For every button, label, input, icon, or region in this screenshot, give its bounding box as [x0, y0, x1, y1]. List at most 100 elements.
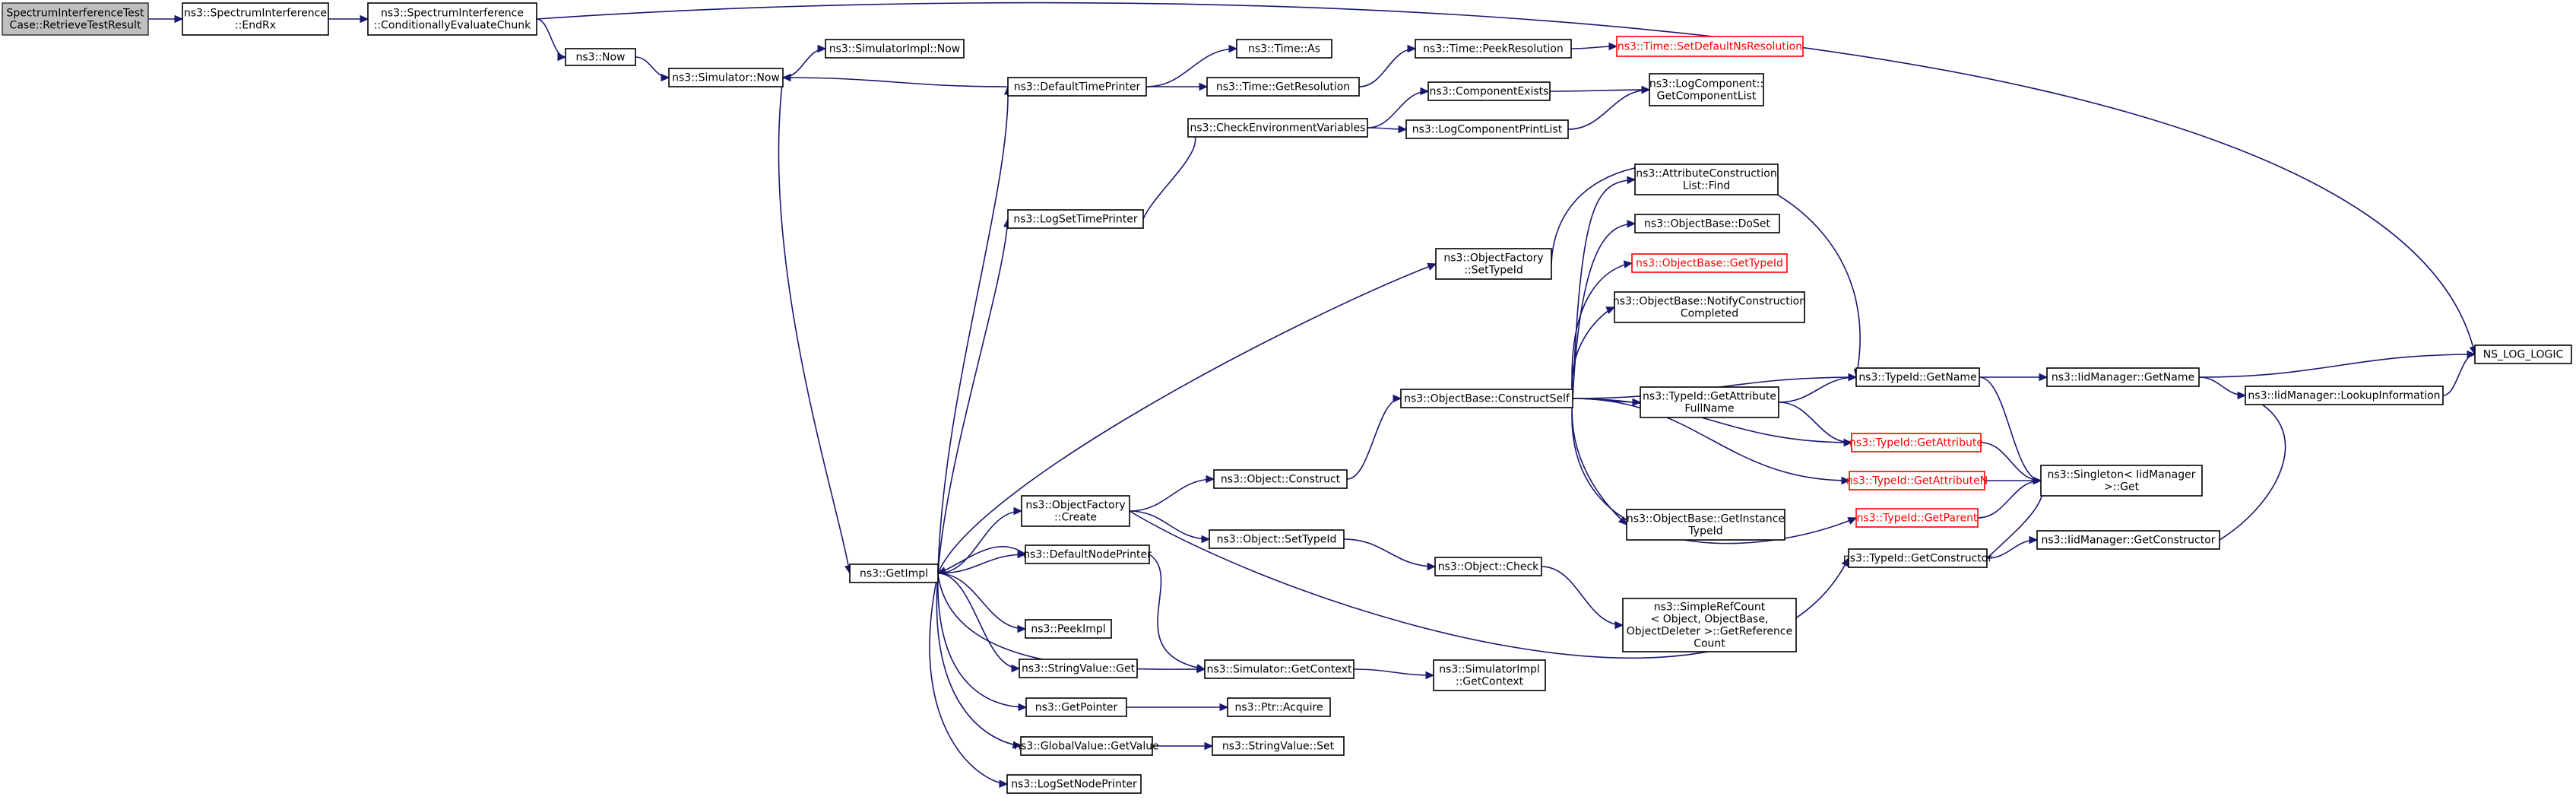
node-ns3-globalvalue-getvalue[interactable]: ns3::GlobalValue::GetValue [1014, 736, 1159, 756]
node-ns3-objectbase-gettypeid[interactable]: ns3::ObjectBase::GetTypeId [1631, 253, 1788, 273]
node-label: ::ConditionallyEvaluateChunk [374, 20, 531, 32]
edge-arrowhead [557, 52, 567, 62]
edge-arrowhead [360, 14, 369, 24]
node-box [1433, 659, 1546, 691]
node-ns3-getpointer[interactable]: ns3::GetPointer [1025, 697, 1127, 717]
node-box [1435, 248, 1552, 280]
node-label: ns3::ObjectBase::NotifyConstruction [1613, 296, 1806, 308]
node-ns3-simulatorimpl-getcontext[interactable]: ns3::SimulatorImpl::GetContext [1433, 659, 1546, 691]
node-box [1212, 736, 1345, 756]
node-ns3-time-setdefaultnsresolution[interactable]: ns3::Time::SetDefaultNsResolution [1616, 36, 1804, 57]
node-ns3-peekimpl[interactable]: ns3::PeekImpl [1025, 619, 1112, 639]
node-ns3-iidmanager-lookupinformation[interactable]: ns3::IidManager::LookupInformation [2245, 386, 2444, 405]
node-label: >::Get [2104, 481, 2140, 494]
node-ns3-getimpl[interactable]: ns3::GetImpl [849, 563, 939, 583]
node-ns3-iidmanager-getconstructor[interactable]: ns3::IidManager::GetConstructor [2036, 530, 2220, 550]
node-box [367, 2, 537, 36]
node-label: ns3::ObjectBase::ConstructSelf [1404, 393, 1570, 405]
node-ns3-simulatorimpl-now[interactable]: ns3::SimulatorImpl::Now [825, 39, 965, 59]
edge-n6-to-n41 [937, 573, 1026, 630]
node-ns3-spectruminterference-endrx[interactable]: ns3::SpectrumInterference::EndRx [182, 2, 329, 36]
node-label: ns3::Time::PeekResolution [1423, 43, 1564, 56]
node-ns3-logcomponentprintlist[interactable]: ns3::LogComponentPrintList [1405, 119, 1569, 139]
node-label: ns3::ObjectBase::GetTypeId [1636, 258, 1783, 270]
edge-n23-to-n24 [2198, 354, 2476, 378]
node-label: SpectrumInterferenceTest [6, 8, 144, 20]
node-ns3-time-peekresolution[interactable]: ns3::Time::PeekResolution [1415, 39, 1572, 59]
node-ns3-objectfactory-create[interactable]: ns3::ObjectFactory::Create [1021, 495, 1130, 527]
node-box [1434, 557, 1542, 576]
edge-n3-to-n4 [635, 56, 670, 78]
node-label: NS_LOG_LOGIC [2483, 349, 2564, 361]
node-label: ns3::GetPointer [1035, 702, 1118, 714]
node-ns3-defaulttimeprinter[interactable]: ns3::DefaultTimePrinter [1007, 77, 1147, 97]
node-ns3-objectbase-constructself[interactable]: ns3::ObjectBase::ConstructSelf [1400, 389, 1573, 408]
edge-arrowhead [1425, 671, 1435, 680]
node-ns3-typeid-getattribute[interactable]: ns3::TypeId::GetAttribute [1849, 433, 1983, 452]
node-label: ns3::GetImpl [860, 568, 928, 580]
node-ns3-spectruminterference-conditionallyevaluatechunk[interactable]: ns3::SpectrumInterference::Conditionally… [367, 2, 537, 36]
node-ns3-defaultnodeprinter[interactable]: ns3::DefaultNodePrinter [1023, 544, 1152, 564]
node-ns3-simplerefcount-object-objectbase-objectdeleter-getreferencecount[interactable]: ns3::SimpleRefCount< Object, ObjectBase,… [1622, 598, 1797, 652]
node-spectruminterferencetestcase-retrievetestresult[interactable]: SpectrumInterferenceTestCase::RetrieveTe… [2, 2, 149, 36]
node-ns3-componentexists[interactable]: ns3::ComponentExists [1427, 81, 1551, 101]
edge-arrowhead [1427, 262, 1437, 271]
node-label: ns3::Now [576, 52, 626, 64]
node-ns3-logcomponent-getcomponentlist[interactable]: ns3::LogComponent::GetComponentList [1649, 73, 1764, 106]
call-edges [148, 2, 2477, 788]
node-label: ns3::IidManager::LookupInformation [2248, 390, 2440, 402]
edge-arrowhead [1018, 703, 1028, 712]
node-ns3-typeid-getattributen[interactable]: ns3::TypeId::GetAttributeN [1846, 471, 1988, 490]
edge-n6-to-n7 [937, 86, 1009, 574]
node-label: ns3::ObjectFactory [1025, 500, 1125, 512]
edge-arrowhead [2033, 476, 2042, 485]
node-label: ns3::Ptr::Acquire [1234, 702, 1323, 714]
node-ns3-objectfactory-settypeid[interactable]: ns3::ObjectFactory::SetTypeId [1435, 248, 1552, 280]
node-box [1851, 433, 1982, 452]
node-ns3-checkenvironmentvariables[interactable]: ns3::CheckEnvironmentVariables [1187, 118, 1368, 138]
edge-arrowhead [1614, 621, 1624, 630]
node-ns3-now[interactable]: ns3::Now [565, 48, 636, 66]
node-ns3-typeid-getconstructor[interactable]: ns3::TypeId::GetConstructor [1843, 548, 1992, 568]
node-ns3-ptr-acquire[interactable]: ns3::Ptr::Acquire [1227, 697, 1331, 717]
node-ns3-object-settypeid[interactable]: ns3::Object::SetTypeId [1209, 529, 1345, 549]
edge-n31-to-n26 [1346, 398, 1402, 480]
node-ns3-singleton-iidmanager-get[interactable]: ns3::Singleton< IidManager>::Get [2040, 465, 2203, 497]
node-box [1025, 544, 1150, 564]
node-ns3-stringvalue-set[interactable]: ns3::StringValue::Set [1212, 736, 1345, 756]
node-ns3-typeid-getname[interactable]: ns3::TypeId::GetName [1855, 367, 1980, 387]
node-ns3-iidmanager-getname[interactable]: ns3::IidManager::GetName [2046, 367, 2200, 387]
node-ns-log-logic[interactable]: NS_LOG_LOGIC [2474, 344, 2572, 364]
node-ns3-typeid-getparent[interactable]: ns3::TypeId::GetParent [1855, 508, 1979, 528]
node-label: Case::RetrieveTestResult [10, 20, 141, 32]
node-ns3-simulator-now[interactable]: ns3::Simulator::Now [668, 68, 784, 87]
node-box [1206, 77, 1360, 97]
edge-arrowhead [2039, 373, 2048, 382]
edge-n37-to-n25 [2219, 395, 2286, 541]
edge-arrowhead [1605, 306, 1616, 314]
node-ns3-logsetnodeprinter[interactable]: ns3::LogSetNodePrinter [1006, 774, 1142, 794]
node-box [1622, 598, 1797, 652]
node-box [1006, 774, 1142, 794]
node-ns3-objectbase-notifyconstructioncompleted[interactable]: ns3::ObjectBase::NotifyConstructionCompl… [1613, 291, 1806, 323]
node-ns3-object-construct[interactable]: ns3::Object::Construct [1213, 469, 1348, 489]
edge-n26-to-n28 [1572, 398, 1852, 443]
edge-n16-to-n14 [1142, 127, 1196, 220]
node-ns3-simulator-getcontext[interactable]: ns3::Simulator::GetContext [1204, 659, 1355, 679]
edge-n6-to-n16 [937, 218, 1009, 574]
edge-n35-to-n30 [1977, 480, 2042, 519]
node-ns3-time-getresolution[interactable]: ns3::Time::GetResolution [1206, 77, 1360, 97]
node-ns3-time-as[interactable]: ns3::Time::As [1236, 39, 1332, 59]
node-ns3-logsettimeprinter[interactable]: ns3::LogSetTimePrinter [1007, 209, 1144, 229]
edge-arrowhead [1407, 44, 1417, 53]
node-label: ns3::TypeId::GetParent [1857, 513, 1978, 525]
node-ns3-object-check[interactable]: ns3::Object::Check [1434, 557, 1542, 576]
edge-n32-to-n33 [1129, 510, 1210, 540]
node-box [2046, 367, 2200, 387]
node-ns3-objectbase-doset[interactable]: ns3::ObjectBase::DoSet [1634, 214, 1780, 233]
node-label: ::SetTypeId [1464, 265, 1523, 277]
node-ns3-stringvalue-get[interactable]: ns3::StringValue::Get [1019, 659, 1138, 678]
